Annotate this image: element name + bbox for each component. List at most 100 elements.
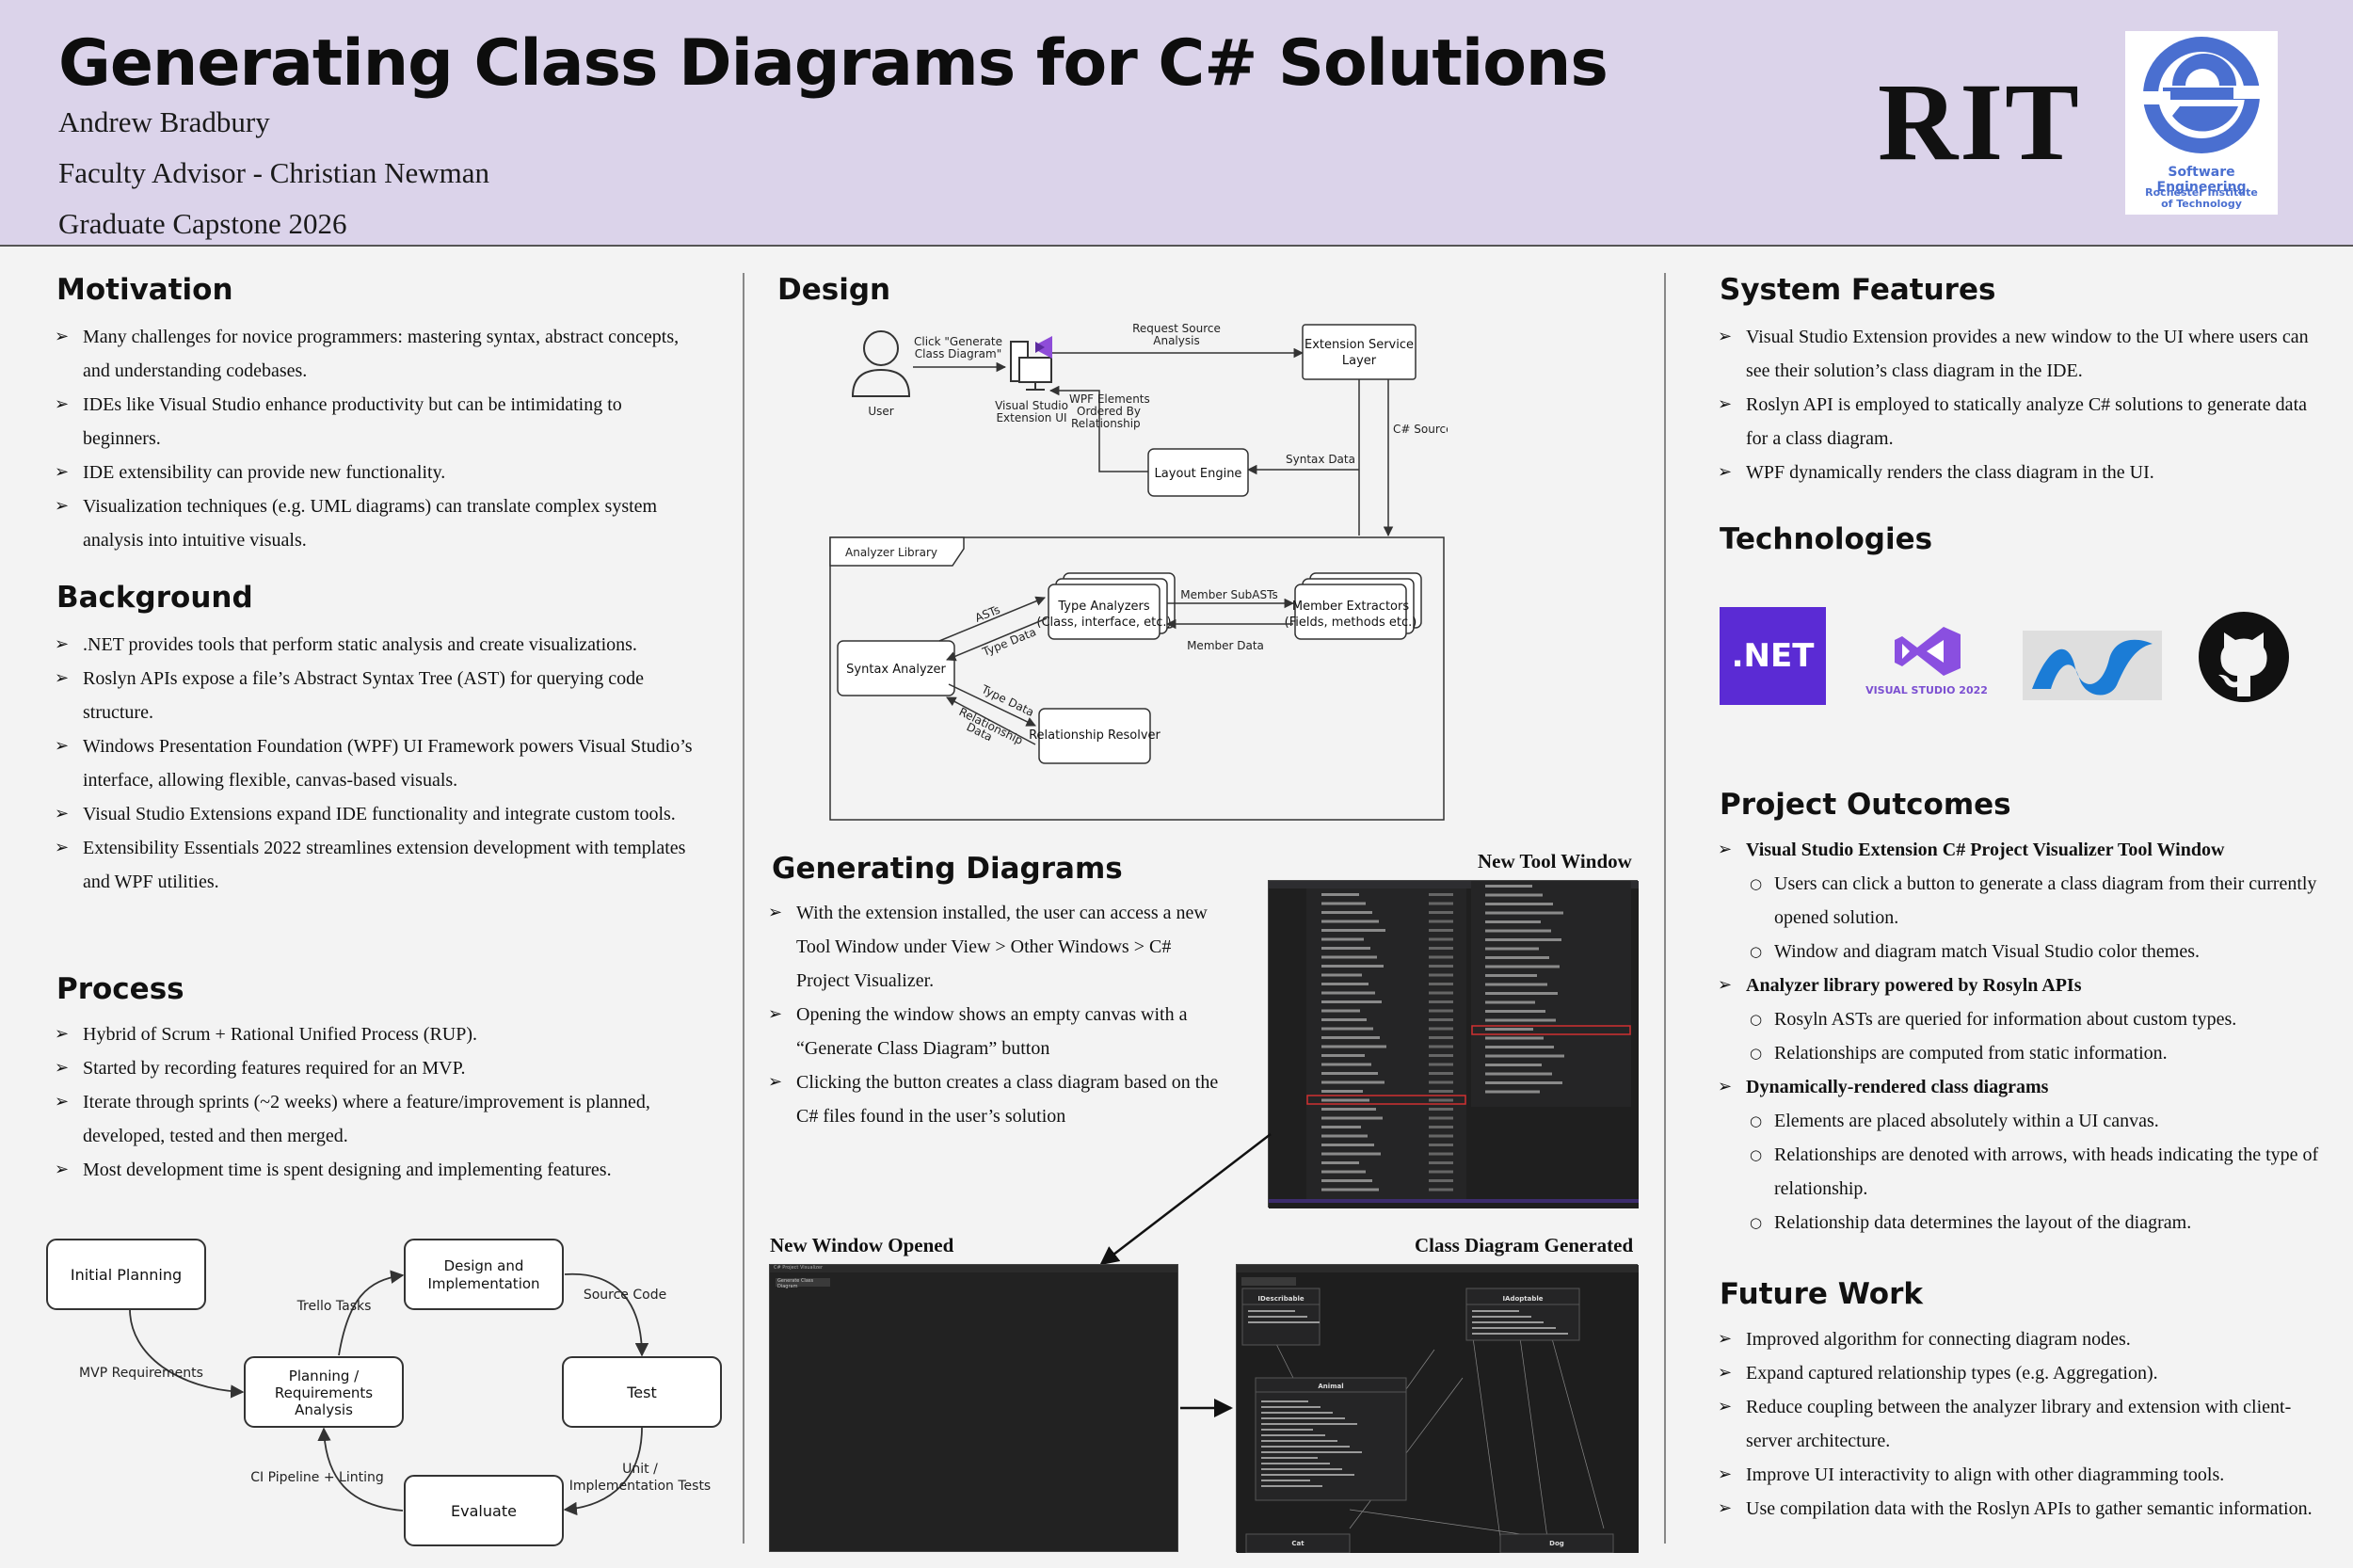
design-architecture-diagram: User Click "Generate Class Diagram" Visu…: [829, 322, 1448, 821]
computer-icon: [1010, 341, 1052, 391]
menu-item-line: [1321, 902, 1366, 905]
list-item: Visualization techniques (e.g. UML diagr…: [55, 489, 704, 557]
menu-item-line: [1321, 1161, 1359, 1164]
visual-studio-icon: [1035, 336, 1052, 359]
list-item: Improved algorithm for connecting diagra…: [1718, 1322, 2320, 1356]
class-member-line: [1261, 1446, 1350, 1448]
class-node-iadoptable: IAdoptable: [1465, 1288, 1580, 1341]
menu-item-line: [1321, 1116, 1383, 1120]
outcome-group: Analyzer library powered by Rosyln APIs …: [1718, 968, 2329, 1070]
svg-text:Animal: Animal: [1318, 1383, 1343, 1390]
arrow-to-new-window: [1099, 1133, 1272, 1266]
svg-text:Relationship Resolver: Relationship Resolver: [1029, 728, 1160, 743]
syntax-data-label: Syntax Data: [1286, 453, 1355, 466]
submenu-item-line: [1485, 1000, 1535, 1004]
class-member-line: [1261, 1412, 1333, 1414]
list-item: With the extension installed, the user c…: [768, 896, 1220, 998]
svg-text:Cat: Cat: [1291, 1540, 1305, 1547]
class-member-line: [1261, 1400, 1308, 1402]
menu-shortcut-line: [1429, 1009, 1453, 1013]
list-item: .NET provides tools that perform static …: [55, 628, 704, 662]
menu-shortcut-line: [1429, 1045, 1453, 1048]
list-item: Reduce coupling between the analyzer lib…: [1718, 1390, 2320, 1458]
column-divider-left: [743, 273, 744, 1544]
menu-shortcut-line: [1429, 1000, 1453, 1003]
menu-shortcut-line: [1429, 947, 1453, 950]
menu-item-line: [1321, 1188, 1379, 1192]
generate-diagram-button[interactable]: Generate Class Diagram: [776, 1278, 830, 1289]
menu-shortcut-line: [1429, 1170, 1453, 1174]
list-item: Elements are placed absolutely within a …: [1746, 1104, 2329, 1138]
generated-diagram: IDescribable IAdoptable Animal Cat Dog: [1237, 1265, 1639, 1554]
submenu-item-line: [1485, 911, 1563, 915]
menu-shortcut-line: [1429, 902, 1453, 905]
list-item: Windows Presentation Foundation (WPF) UI…: [55, 729, 704, 797]
svg-text:Analyzer Library: Analyzer Library: [845, 546, 937, 559]
submenu-item-line: [1485, 947, 1539, 951]
outcome-group: Dynamically-rendered class diagrams Elem…: [1718, 1070, 2329, 1240]
source-code-label: Source Code: [584, 1288, 666, 1303]
class-member-line: [1472, 1321, 1544, 1323]
generating-list: With the extension installed, the user c…: [768, 896, 1220, 1133]
menu-shortcut-line: [1429, 1126, 1453, 1128]
system-features-heading: System Features: [1720, 273, 1996, 307]
type-analyzers-node: Type Analyzers (Class, interface, etc.): [1036, 572, 1176, 640]
class-member-line: [1472, 1310, 1519, 1312]
csfiles-label: C# Source Files: [1393, 423, 1448, 436]
list-item: Extensibility Essentials 2022 streamline…: [55, 831, 704, 899]
design-node: Design and Implementation: [404, 1239, 564, 1310]
menu-item-line: [1321, 1098, 1369, 1102]
submenu-item-line: [1485, 1036, 1544, 1040]
menu-shortcut-line: [1429, 1116, 1453, 1120]
menu-item-line: [1321, 1054, 1365, 1057]
menu-item-line: [1321, 1144, 1374, 1146]
list-item: Visual Studio Extensions expand IDE func…: [55, 797, 704, 831]
analyzer-library-container: Analyzer Library: [829, 536, 1445, 821]
menu-shortcut-line: [1429, 1072, 1453, 1075]
class-member-line: [1472, 1333, 1568, 1335]
class-member-line: [1261, 1451, 1362, 1453]
outcome-group: Visual Studio Extension C# Project Visua…: [1718, 833, 2329, 968]
submenu-item-line: [1485, 1046, 1554, 1048]
window-title: C# Project Visualizer: [770, 1265, 1177, 1272]
submenu-item-line: [1485, 929, 1551, 933]
click-label-1: Click "Generate: [914, 335, 1002, 348]
svg-text:Syntax Analyzer: Syntax Analyzer: [846, 663, 946, 677]
technologies-heading: Technologies: [1720, 522, 1933, 556]
list-item: IDE extensibility can provide new functi…: [55, 456, 704, 489]
process-cycle-diagram: Initial Planning Planning / Requirements…: [46, 1239, 722, 1546]
user-label: User: [868, 405, 893, 418]
class-member-line: [1261, 1406, 1321, 1408]
syntax-analyzer-node: Syntax Analyzer: [837, 640, 955, 696]
menu-shortcut-line: [1429, 1152, 1453, 1156]
se-logo-subtext: Rochester Institute of Technology: [2145, 186, 2258, 210]
menu-shortcut-line: [1429, 920, 1453, 923]
svg-text:Implementation: Implementation: [427, 1275, 539, 1292]
list-item: Roslyn APIs expose a file’s Abstract Syn…: [55, 662, 704, 729]
list-item: Hybrid of Scrum + Rational Unified Proce…: [55, 1017, 704, 1051]
list-item: Expand captured relationship types (e.g.…: [1718, 1356, 2320, 1390]
program-line: Graduate Capstone 2026: [58, 207, 347, 240]
submenu-item-line: [1485, 1054, 1564, 1058]
menu-shortcut-line: [1429, 1054, 1453, 1057]
new-window-caption: New Window Opened: [770, 1234, 954, 1256]
list-item: WPF dynamically renders the class diagra…: [1718, 456, 2320, 489]
class-member-line: [1261, 1468, 1342, 1470]
svg-text:Test: Test: [626, 1384, 657, 1401]
vs-logo-text: VISUAL STUDIO 2022: [1865, 684, 1988, 696]
background-list: .NET provides tools that perform static …: [55, 628, 704, 899]
menu-shortcut-line: [1429, 955, 1453, 959]
list-item: Window and diagram match Visual Studio c…: [1746, 935, 2329, 968]
menu-shortcut-line: [1429, 1161, 1453, 1164]
github-icon: [2199, 612, 2289, 702]
user-icon: [851, 330, 911, 397]
wpf-label-1: WPF Elements: [1069, 392, 1150, 406]
class-member-line: [1472, 1316, 1531, 1318]
vs-ui-label-1: Visual Studio: [995, 399, 1068, 412]
faculty-advisor: Faculty Advisor - Christian Newman: [58, 156, 490, 189]
process-heading: Process: [56, 972, 184, 1006]
menu-item-line: [1321, 920, 1379, 923]
future-work-list: Improved algorithm for connecting diagra…: [1718, 1322, 2320, 1526]
test-node: Test: [562, 1356, 722, 1428]
list-item: Roslyn API is employed to statically ana…: [1718, 388, 2320, 456]
